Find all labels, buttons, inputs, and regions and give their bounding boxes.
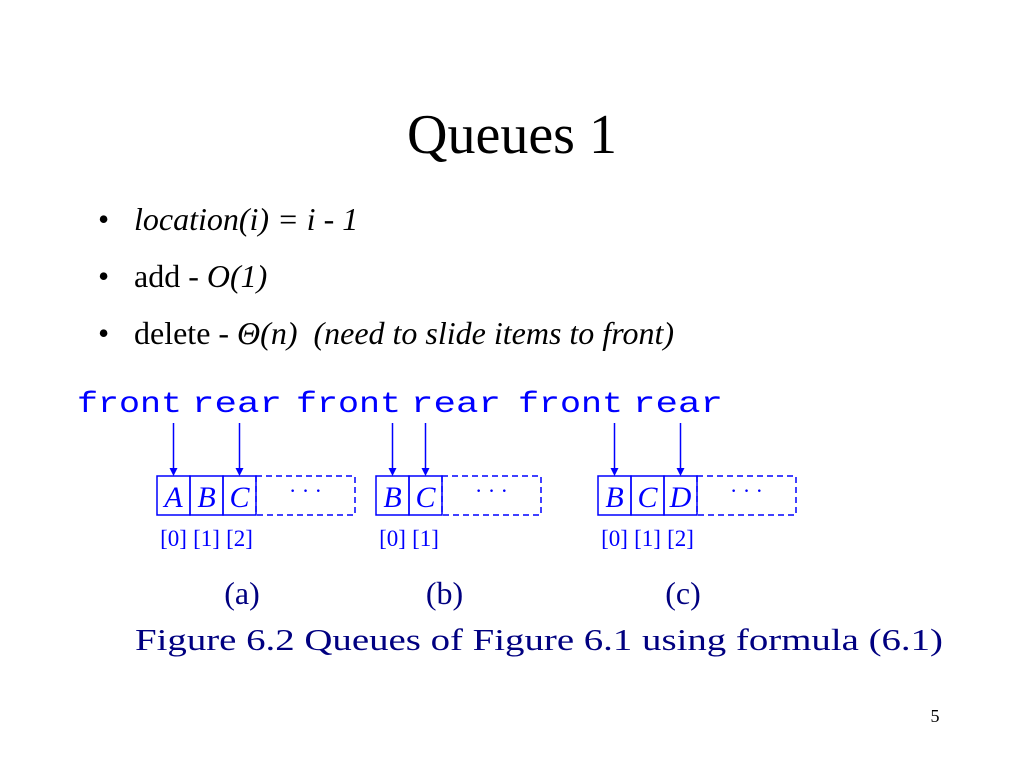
bullet-text: (need to slide items to front) [313,315,674,351]
slide-number: 5 [930,706,940,726]
panel-label: (a) [224,575,260,611]
queue-ellipsis: · · · [475,478,508,503]
bullet-text: add - [134,258,207,294]
queue-cell [222,475,257,516]
rear-label: rear [411,388,501,422]
bullet-item: • location(i) = i - 1 [98,196,674,253]
queue-cell-value: C [415,481,436,514]
queue-cell [663,475,698,516]
bullet-list: • location(i) = i - 1 • add - O(1) • delete… [98,196,674,367]
queue-cell-value: B [605,481,623,514]
queue-cell-value: B [383,481,401,514]
queue-cell-value: A [162,481,183,514]
queue-index-label: [0] [379,526,406,551]
rear-label: rear [633,388,723,422]
bullet-dot: • [98,201,110,237]
front-pointer-arrowhead [610,468,619,476]
rear-pointer-arrowhead [676,468,685,476]
bullet-item: • delete - Θ(n) (need to slide items to f… [98,310,674,367]
queue-index-label: [2] [226,526,253,551]
bullet-text: O(1) [206,258,268,294]
bullet-text: Θ(n) [237,315,298,351]
rear-pointer-arrowhead [421,468,430,476]
front-pointer-arrowhead [169,468,178,476]
queue-index-label: [1] [412,526,439,551]
queue-cell [408,475,443,516]
front-pointer-arrowhead [388,468,397,476]
bullet-dot: • [98,315,110,351]
queue-cell-value: B [197,481,215,514]
queue-index-label: [1] [634,526,661,551]
front-label: front [296,388,401,422]
queue-index-label: [0] [601,526,628,551]
queue-cell-value: C [637,481,658,514]
bullet-text [297,315,313,351]
front-label: front [518,388,623,422]
queue-ellipsis: · · · [730,478,763,503]
bullet-text: delete - [134,315,238,351]
bullet-text: location(i) = i - 1 [134,201,359,237]
bullet-dot: • [98,258,110,294]
slide-title: Queues 1 [407,104,617,166]
queue-cell-value: C [229,481,250,514]
queue-index-label: [0] [160,526,187,551]
panel-label: (b) [426,575,463,611]
front-label: front [77,388,182,422]
bullet-item: • add - O(1) [98,253,674,310]
queue-ellipsis: · · · [289,478,322,503]
rear-label: rear [192,388,282,422]
queue-cell-value: D [669,481,692,514]
queue-index-label: [1] [193,526,220,551]
figure-caption: Figure 6.2 Queues of Figure 6.1 using fo… [135,622,943,657]
queue-index-label: [2] [667,526,694,551]
panel-label: (c) [665,575,701,611]
rear-pointer-arrowhead [235,468,244,476]
